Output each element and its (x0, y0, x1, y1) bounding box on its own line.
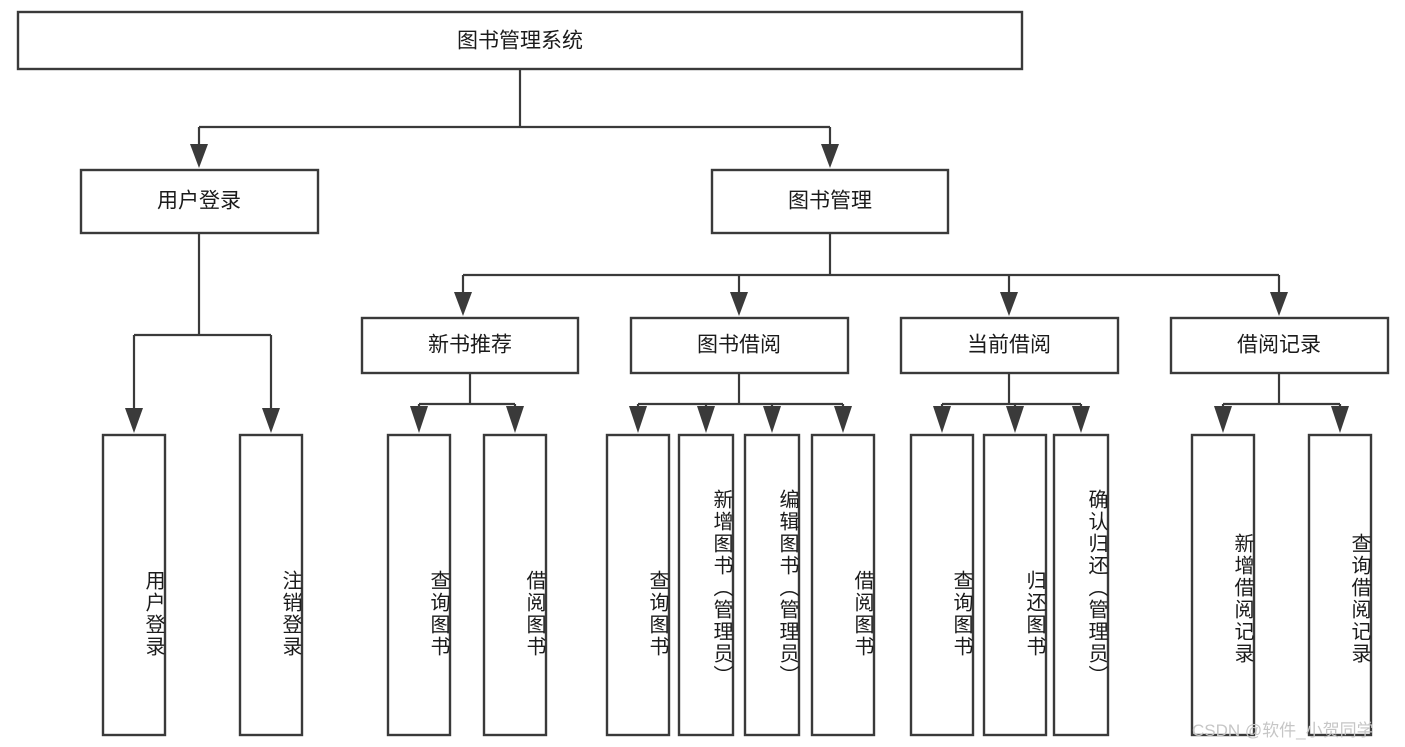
node-new-book-recommend-label: 新书推荐 (428, 334, 512, 357)
arrow-head-new-book-recommend (454, 292, 472, 316)
node-leaf-confirm-return-rect[interactable] (1052, 433, 1110, 737)
arrow-head-book-manage (821, 144, 839, 168)
arrow-head-add-book-admin (697, 406, 715, 433)
connector-group-book-manage-children (454, 233, 1288, 316)
node-root[interactable]: 图书管理系统 (16, 10, 1024, 71)
node-book-manage-rect[interactable] (710, 168, 950, 235)
arrow-head-edit-book-admin (763, 406, 781, 433)
connector-group-root-to-level1 (190, 69, 839, 168)
node-user-login-label: 用户登录 (157, 190, 241, 213)
node-book-borrow-rect[interactable] (629, 316, 850, 375)
node-leaf-borrow-book-1-rect[interactable] (482, 433, 548, 737)
arrow-head-leaf-user-login (125, 408, 143, 433)
leaf-boxes (101, 433, 1373, 737)
connector-group-user-login-children (125, 233, 280, 433)
node-leaf-user-logout-rect[interactable] (238, 433, 304, 737)
node-leaf-borrow-book-2-rect[interactable] (810, 433, 876, 737)
node-new-book-recommend[interactable]: 新书推荐 (360, 316, 580, 375)
node-new-book-recommend-rect[interactable] (360, 316, 580, 375)
node-user-login[interactable]: 用户登录 (79, 168, 320, 235)
arrow-head-leaf-user-logout (262, 408, 280, 433)
connector-group-borrow-record-children (1214, 373, 1349, 433)
node-current-borrow-label: 当前借阅 (967, 334, 1051, 357)
node-leaf-add-borrow-record-rect[interactable] (1190, 433, 1256, 737)
node-book-manage-label: 图书管理 (788, 190, 872, 213)
node-leaf-query-book-3-rect[interactable] (909, 433, 975, 737)
arrow-head-borrow-record (1270, 292, 1288, 316)
node-current-borrow[interactable]: 当前借阅 (899, 316, 1120, 375)
arrow-head-return-book (1006, 406, 1024, 433)
node-borrow-record-label: 借阅记录 (1237, 334, 1321, 357)
node-leaf-return-book-rect[interactable] (982, 433, 1048, 737)
node-user-login-rect[interactable] (79, 168, 320, 235)
node-leaf-edit-book-admin-rect[interactable] (743, 433, 801, 737)
node-book-borrow[interactable]: 图书借阅 (629, 316, 850, 375)
node-book-manage[interactable]: 图书管理 (710, 168, 950, 235)
arrow-head-current-borrow (1000, 292, 1018, 316)
arrow-head-query-book-3 (933, 406, 951, 433)
node-borrow-record-rect[interactable] (1169, 316, 1390, 375)
arrow-head-query-book-2 (629, 406, 647, 433)
arrow-head-confirm-return (1072, 406, 1090, 433)
node-leaf-query-borrow-record-rect[interactable] (1307, 433, 1373, 737)
connector-group-book-borrow-children (629, 373, 852, 433)
node-current-borrow-rect[interactable] (899, 316, 1120, 375)
node-leaf-add-book-admin-rect[interactable] (677, 433, 735, 737)
arrow-head-add-borrow-record (1214, 406, 1232, 433)
arrow-head-query-borrow-record (1331, 406, 1349, 433)
arrow-head-query-book-1 (410, 406, 428, 433)
arrow-head-book-borrow (730, 292, 748, 316)
csdn-watermark: CSDN @软件_小贺同学 (1192, 721, 1374, 740)
connector-group-new-book-recommend-children (410, 373, 524, 433)
node-leaf-query-book-2-rect[interactable] (605, 433, 671, 737)
connector-group-current-borrow-children (933, 373, 1090, 433)
node-book-borrow-label: 图书借阅 (697, 334, 781, 357)
arrow-head-borrow-book-2 (834, 406, 852, 433)
node-borrow-record[interactable]: 借阅记录 (1169, 316, 1390, 375)
node-leaf-query-book-1-rect[interactable] (386, 433, 452, 737)
node-root-rect[interactable] (16, 10, 1024, 71)
node-root-label: 图书管理系统 (457, 30, 583, 53)
arrow-head-borrow-book-1 (506, 406, 524, 433)
node-leaf-user-login-rect[interactable] (101, 433, 167, 737)
arrow-head-user-login (190, 144, 208, 168)
